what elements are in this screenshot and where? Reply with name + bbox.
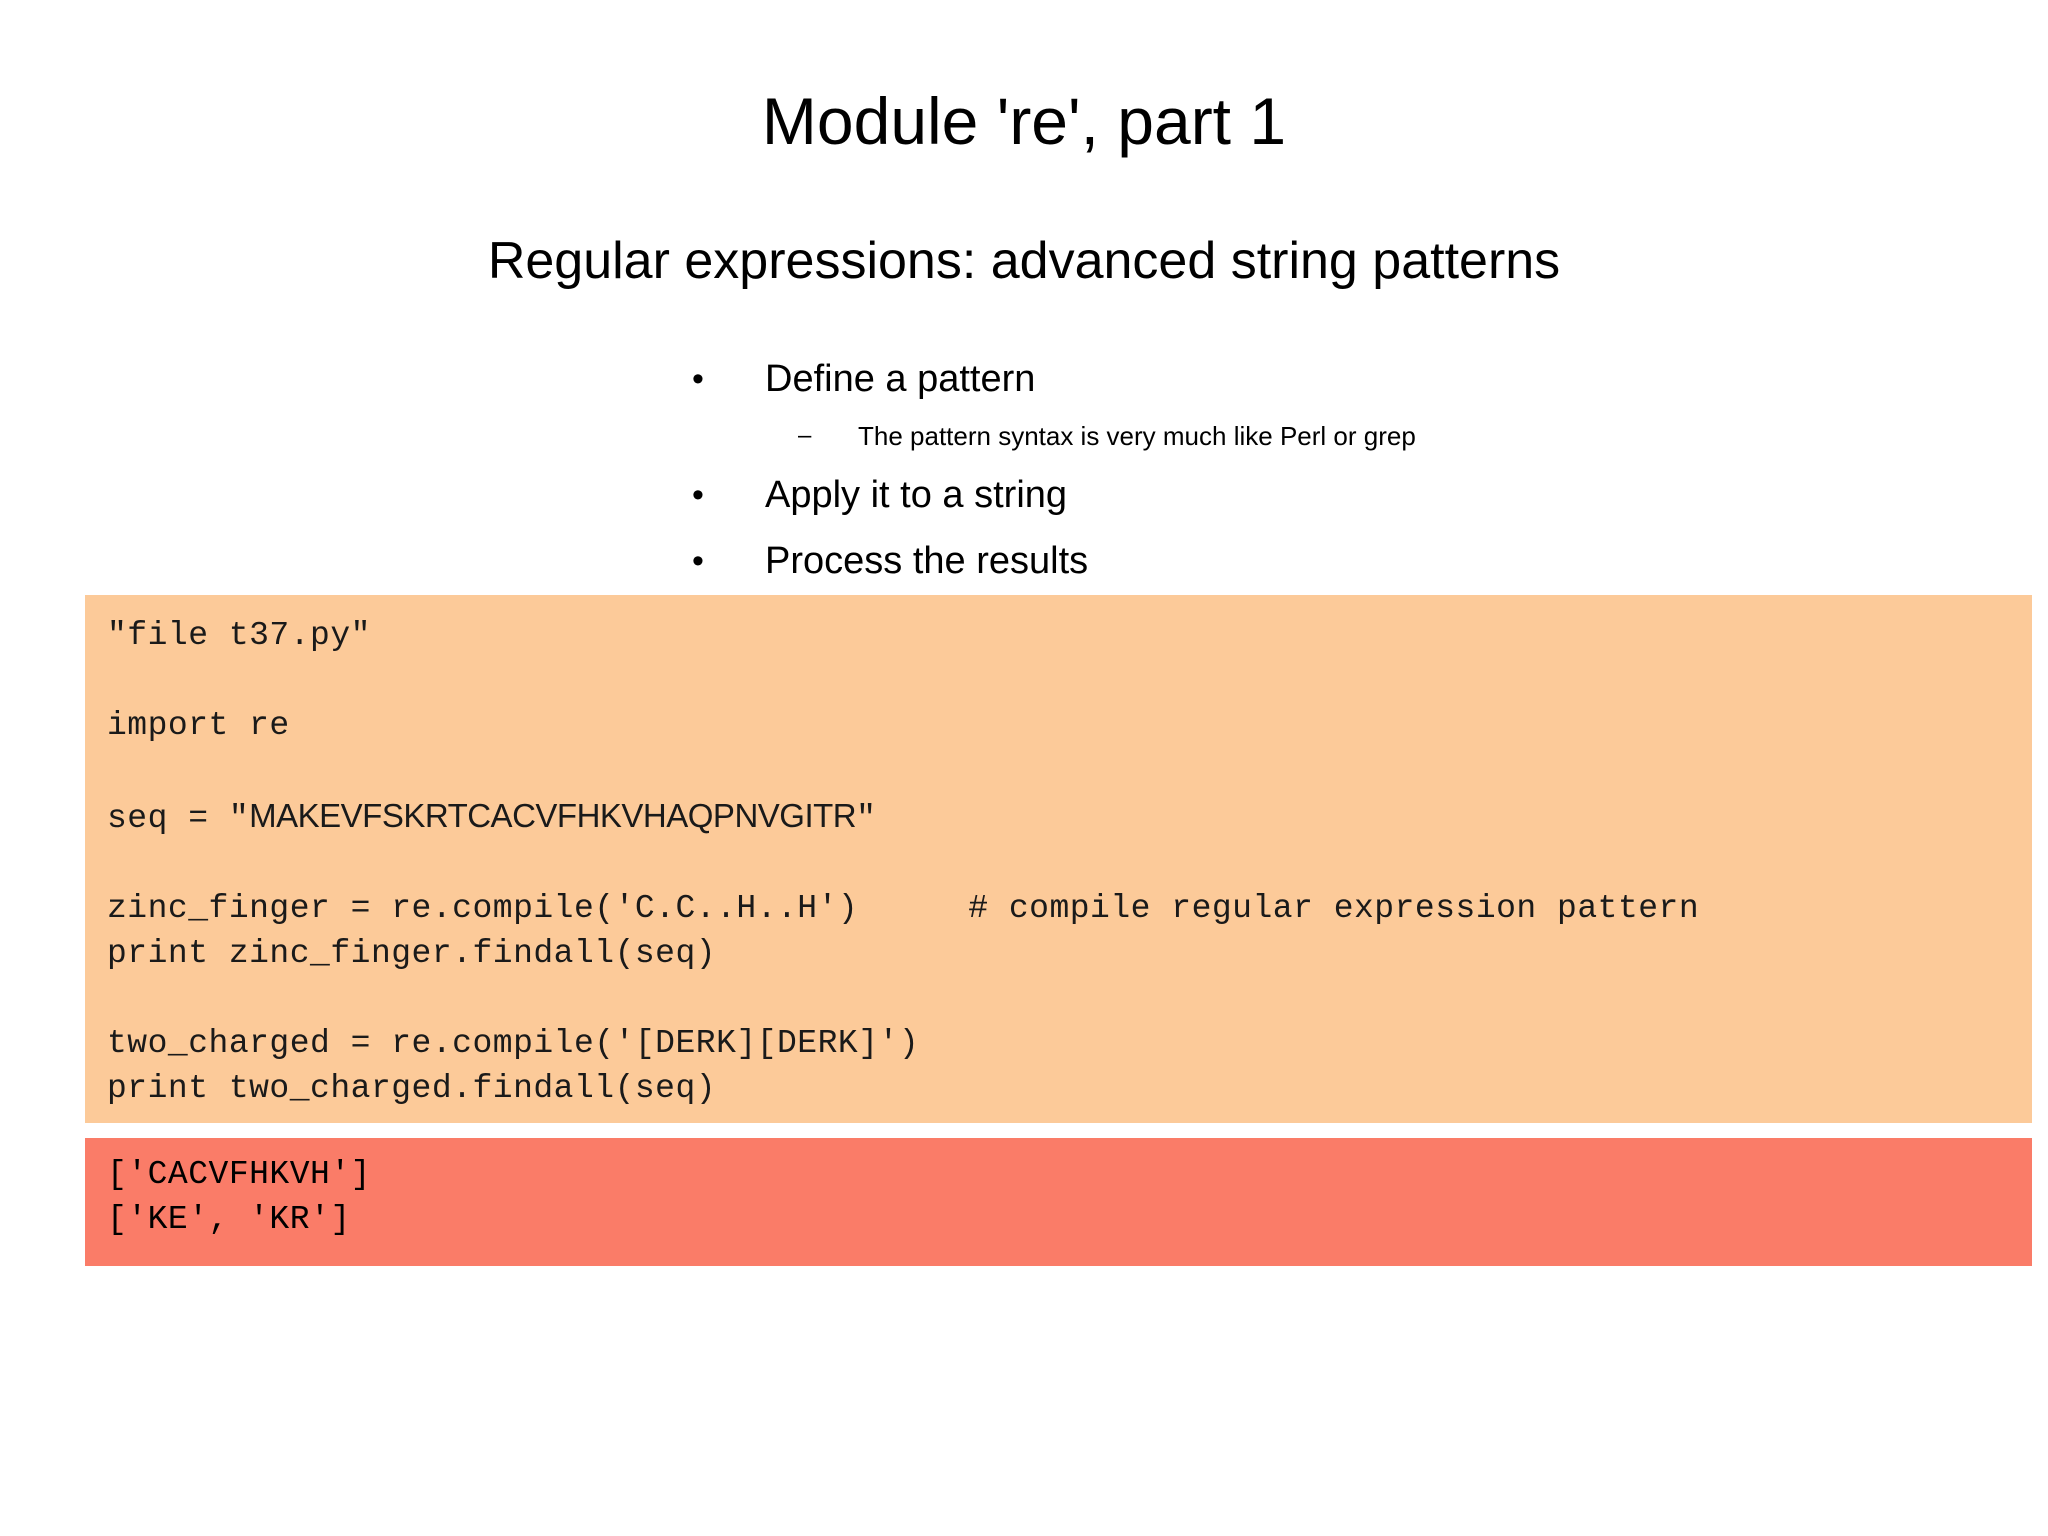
output-line-2: ['KE', 'KR'] [107,1201,351,1238]
output-block: ['CACVFHKVH'] ['KE', 'KR'] [85,1138,2032,1266]
code-line-two-compile: two_charged = re.compile('[DERK][DERK]') [107,1025,920,1062]
code-line-two-print: print two_charged.findall(seq) [107,1070,717,1107]
code-line-filename: "file t37.py" [107,617,371,654]
sub-bullet-label: The pattern syntax is very much like Per… [858,421,1416,451]
page-title: Module 're', part 1 [761,84,1287,158]
dash-marker-icon: – [798,422,812,449]
code-line-zinc-compile: zinc_finger = re.compile('C.C..H..H') # c… [107,886,2032,931]
code-line-blank [107,841,2032,886]
list-item: • Process the results [688,532,1938,590]
code-line-import: import re [107,707,290,744]
code-line-blank [107,748,2032,793]
code-line-blank [107,658,2032,703]
page-subtitle: Regular expressions: advanced string pat… [487,232,1561,290]
bullet-label: Apply it to a string [765,474,1068,516]
bullet-list: • Define a pattern – The pattern syntax … [688,350,1938,598]
code-seq-suffix: " [856,800,877,837]
code-zinc-comment: # compile regular expression pattern [968,890,1700,927]
output-line-1: ['CACVFHKVH'] [107,1156,371,1193]
bullet-marker-icon: • [692,476,704,514]
code-line-blank [107,976,2032,1021]
bullet-label: Process the results [765,540,1089,582]
code-block: "file t37.py" import re seq = "MAKEVFSKR… [85,595,2032,1123]
code-zinc-compile-text: zinc_finger = re.compile('C.C..H..H') [107,890,859,927]
sub-list-item: – The pattern syntax is very much like P… [798,416,1938,456]
bullet-marker-icon: • [692,360,704,398]
code-seq-value: MAKEVFSKRTCACVFHKVHAQPNVGITR [249,797,857,834]
code-line-seq: seq = "MAKEVFSKRTCACVFHKVHAQPNVGITR" [107,793,2032,841]
bullet-marker-icon: • [692,542,704,580]
list-item: • Apply it to a string [688,466,1938,524]
bullet-label: Define a pattern [765,358,1036,400]
code-line-zinc-print: print zinc_finger.findall(seq) [107,935,717,972]
list-item: • Define a pattern [688,350,1938,408]
code-seq-prefix: seq = " [107,800,250,837]
